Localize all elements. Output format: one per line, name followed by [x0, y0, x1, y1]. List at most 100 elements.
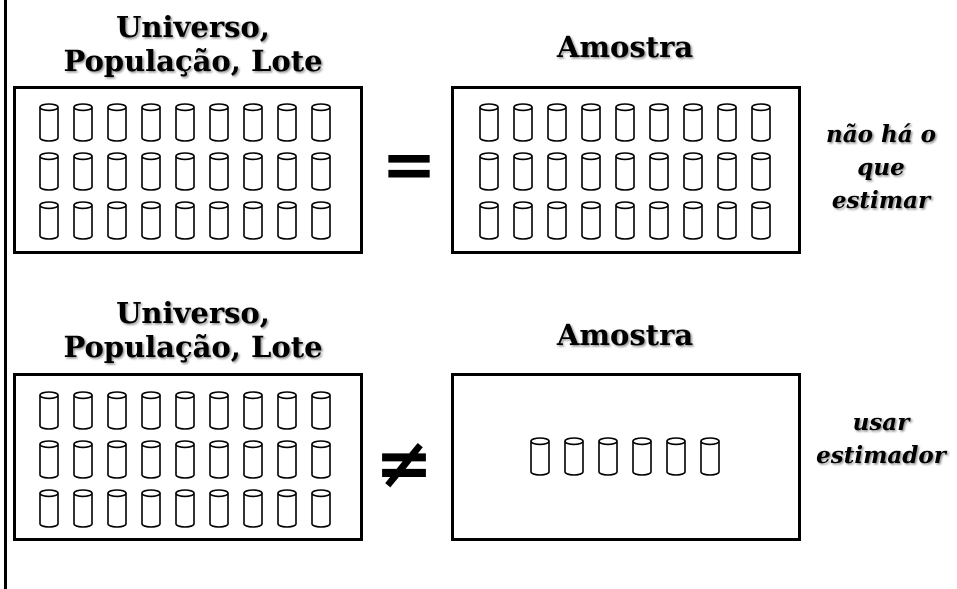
population-title-line-2: População, Lote: [63, 44, 323, 78]
cylinder-unit-icon: [479, 103, 499, 142]
cylinder-unit-icon: [243, 391, 263, 430]
note-line-1: não há o: [826, 121, 936, 148]
cylinder-unit-icon: [141, 152, 161, 191]
cylinder-units-grid: [39, 103, 331, 240]
cylinder-unit-icon: [107, 391, 127, 430]
cylinder-unit-icon: [751, 103, 771, 142]
cylinder-unit-icon: [209, 201, 229, 240]
not-equal-sign: ≠: [374, 422, 434, 504]
cylinder-unit-icon: [141, 201, 161, 240]
cylinder-unit-icon: [649, 152, 669, 191]
population-title-line-1: Universo,: [116, 296, 270, 330]
note-line-3: estimar: [831, 187, 931, 214]
cylinder-unit-icon: [141, 489, 161, 528]
cylinder-unit-icon: [141, 440, 161, 479]
cylinder-unit-icon: [39, 103, 59, 142]
cylinder-units-grid: [530, 437, 720, 476]
cylinder-unit-icon: [581, 103, 601, 142]
cylinder-units-grid: [39, 391, 331, 528]
use-estimator-note: usar estimador: [806, 406, 956, 472]
cylinder-unit-icon: [73, 440, 93, 479]
cylinder-unit-icon: [209, 391, 229, 430]
cylinder-unit-icon: [649, 201, 669, 240]
cylinder-unit-icon: [39, 201, 59, 240]
note-line-1: usar: [852, 409, 910, 436]
cylinder-unit-icon: [243, 201, 263, 240]
sample-title-text: Amostra: [556, 318, 694, 352]
population-title: Universo, População, Lote: [13, 10, 373, 78]
cylinder-unit-icon: [311, 103, 331, 142]
population-title-line-2: População, Lote: [63, 330, 323, 364]
cylinder-unit-icon: [547, 201, 567, 240]
cylinder-unit-icon: [666, 437, 686, 476]
left-border-line: [4, 0, 7, 589]
cylinder-unit-icon: [717, 103, 737, 142]
cylinder-unit-icon: [683, 201, 703, 240]
cylinder-unit-icon: [175, 440, 195, 479]
cylinder-unit-icon: [277, 489, 297, 528]
equals-sign: =: [381, 126, 437, 203]
cylinder-unit-icon: [107, 103, 127, 142]
cylinder-unit-icon: [751, 201, 771, 240]
cylinder-unit-icon: [615, 152, 635, 191]
cylinder-unit-icon: [39, 440, 59, 479]
cylinder-unit-icon: [277, 440, 297, 479]
cylinder-unit-icon: [107, 440, 127, 479]
cylinder-unit-icon: [73, 152, 93, 191]
cylinder-unit-icon: [530, 437, 550, 476]
cylinder-unit-icon: [311, 391, 331, 430]
cylinder-unit-icon: [479, 152, 499, 191]
sample-box: [451, 373, 801, 541]
cylinder-unit-icon: [277, 201, 297, 240]
cylinder-unit-icon: [479, 201, 499, 240]
population-title-line-1: Universo,: [116, 10, 270, 44]
cylinder-unit-icon: [73, 391, 93, 430]
cylinder-unit-icon: [243, 103, 263, 142]
sample-title-text: Amostra: [556, 30, 694, 64]
sample-title: Amostra: [450, 318, 800, 352]
population-box: [13, 86, 363, 254]
cylinder-unit-icon: [73, 489, 93, 528]
cylinder-unit-icon: [243, 440, 263, 479]
cylinder-unit-icon: [73, 103, 93, 142]
population-title: Universo, População, Lote: [13, 296, 373, 364]
cylinder-unit-icon: [513, 103, 533, 142]
cylinder-unit-icon: [513, 201, 533, 240]
cylinder-unit-icon: [107, 152, 127, 191]
cylinder-units-grid: [479, 103, 771, 240]
cylinder-unit-icon: [141, 391, 161, 430]
cylinder-unit-icon: [277, 391, 297, 430]
cylinder-unit-icon: [39, 489, 59, 528]
cylinder-unit-icon: [39, 391, 59, 430]
cylinder-unit-icon: [311, 201, 331, 240]
cylinder-unit-icon: [547, 152, 567, 191]
cylinder-unit-icon: [547, 103, 567, 142]
cylinder-unit-icon: [107, 201, 127, 240]
cylinder-unit-icon: [311, 440, 331, 479]
cylinder-unit-icon: [683, 152, 703, 191]
cylinder-unit-icon: [311, 152, 331, 191]
cylinder-unit-icon: [717, 152, 737, 191]
cylinder-unit-icon: [107, 489, 127, 528]
cylinder-unit-icon: [649, 103, 669, 142]
cylinder-unit-icon: [141, 103, 161, 142]
cylinder-unit-icon: [277, 103, 297, 142]
cylinder-unit-icon: [581, 201, 601, 240]
cylinder-unit-icon: [209, 152, 229, 191]
no-estimation-note: não há o que estimar: [808, 118, 954, 217]
cylinder-unit-icon: [209, 489, 229, 528]
cylinder-unit-icon: [209, 103, 229, 142]
cylinder-unit-icon: [175, 489, 195, 528]
cylinder-unit-icon: [243, 489, 263, 528]
cylinder-unit-icon: [175, 391, 195, 430]
cylinder-unit-icon: [209, 440, 229, 479]
cylinder-unit-icon: [564, 437, 584, 476]
cylinder-unit-icon: [700, 437, 720, 476]
cylinder-unit-icon: [175, 201, 195, 240]
sample-box: [451, 86, 801, 254]
cylinder-unit-icon: [717, 201, 737, 240]
cylinder-unit-icon: [751, 152, 771, 191]
cylinder-unit-icon: [175, 103, 195, 142]
cylinder-unit-icon: [243, 152, 263, 191]
cylinder-unit-icon: [73, 201, 93, 240]
